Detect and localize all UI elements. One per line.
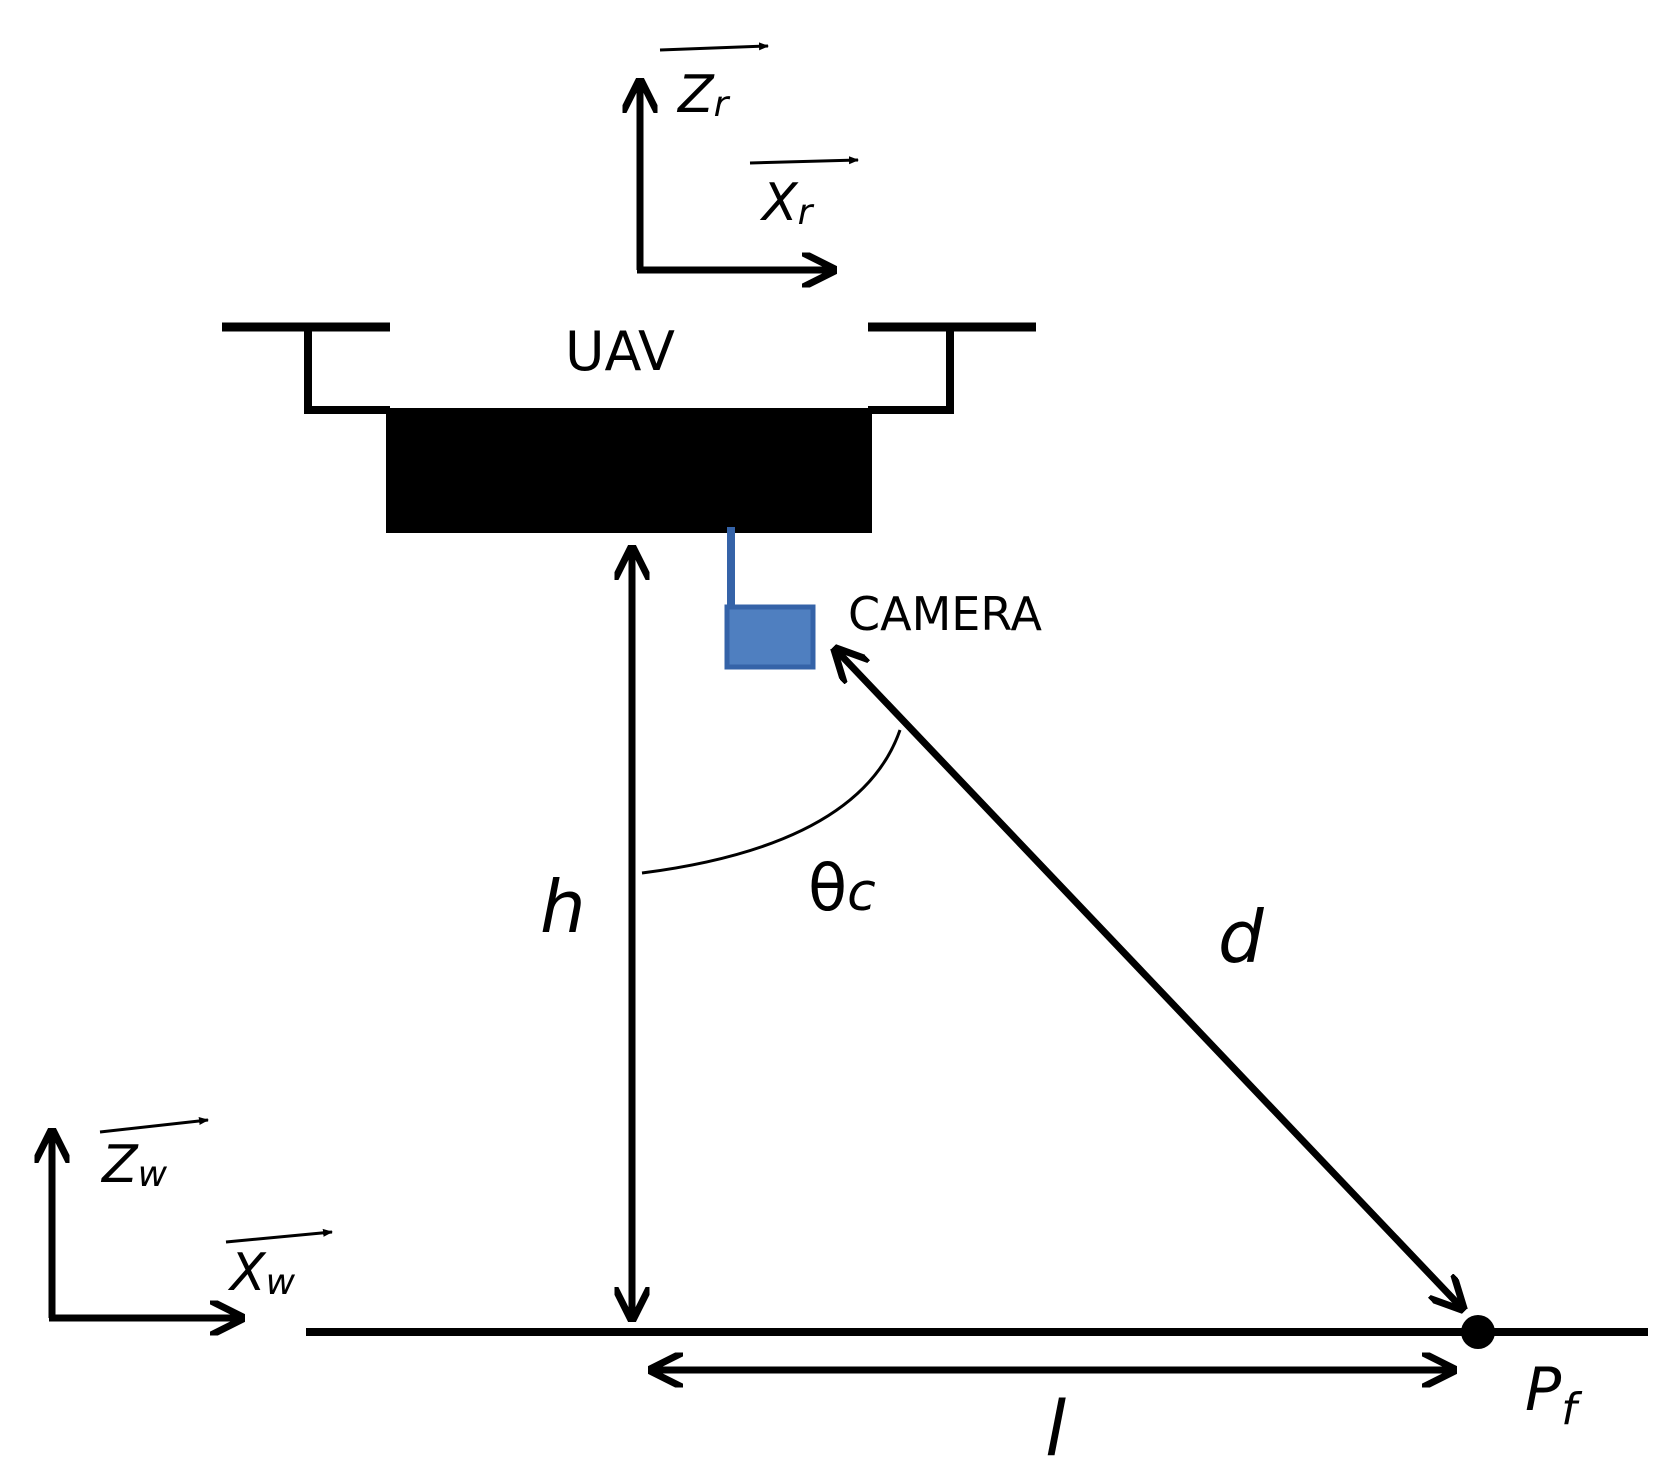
zr-vector-arrow (659, 42, 769, 52)
uav-label: UAV (565, 320, 675, 383)
pf-label: Pf (1525, 1355, 1583, 1435)
robot-frame-axes (637, 85, 830, 270)
zr-label: Zr (676, 65, 731, 125)
xr-vector-arrow (749, 156, 859, 165)
zw-vector-arrow (99, 1117, 209, 1134)
xw-label: Xw (227, 1243, 296, 1303)
theta-c-label: θc (808, 852, 876, 926)
h-label: h (540, 865, 586, 949)
world-frame-axes (49, 1135, 238, 1318)
distance-d-arrow (838, 652, 1460, 1306)
d-label: d (1218, 895, 1265, 979)
uav-drawing (222, 322, 1036, 533)
focus-point-pf (1461, 1315, 1495, 1349)
xr-label: Xr (759, 173, 815, 233)
uav-body (386, 408, 872, 533)
zw-label: Zw (100, 1135, 168, 1195)
l-label: l (1045, 1384, 1066, 1457)
camera-label: CAMERA (848, 587, 1042, 641)
camera-angle-arc (641, 729, 902, 875)
right-rotor-arm (868, 327, 954, 414)
camera-icon (724, 527, 816, 670)
left-rotor-arm (304, 327, 390, 414)
xw-vector-arrow (225, 1228, 333, 1244)
camera-box (724, 604, 816, 670)
